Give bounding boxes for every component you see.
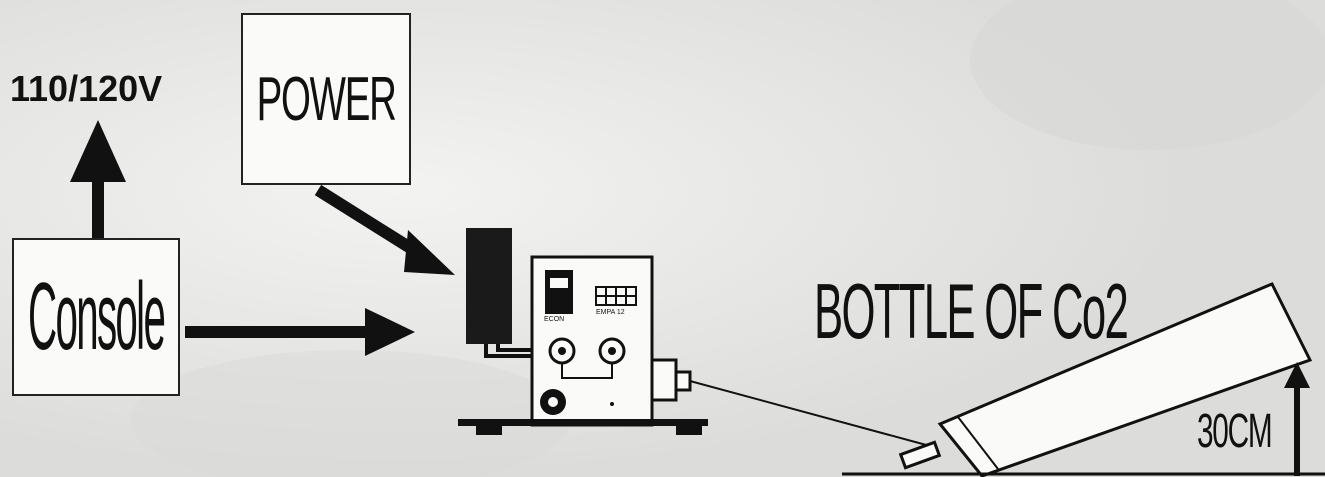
machine-icon <box>458 228 708 435</box>
hose-line <box>689 380 931 447</box>
power-arrow-icon <box>314 184 455 275</box>
panel-left-label: ECON <box>544 316 565 323</box>
voltage-arrow-icon <box>70 120 126 238</box>
console-box: Console <box>12 238 180 396</box>
co2-bottle-icon <box>898 282 1313 477</box>
console-label: Console <box>27 263 166 370</box>
voltage-label: 110/120V <box>10 68 163 109</box>
height-label: 30CM <box>1197 405 1273 458</box>
bottle-label: BOTTLE OF Co2 <box>814 267 1129 355</box>
power-box: POWER <box>241 13 411 185</box>
console-arrow-icon <box>185 308 415 356</box>
panel-right-label: EMPA 12 <box>596 309 625 316</box>
power-label: POWER <box>256 64 396 134</box>
height-arrow-icon <box>1284 362 1310 476</box>
